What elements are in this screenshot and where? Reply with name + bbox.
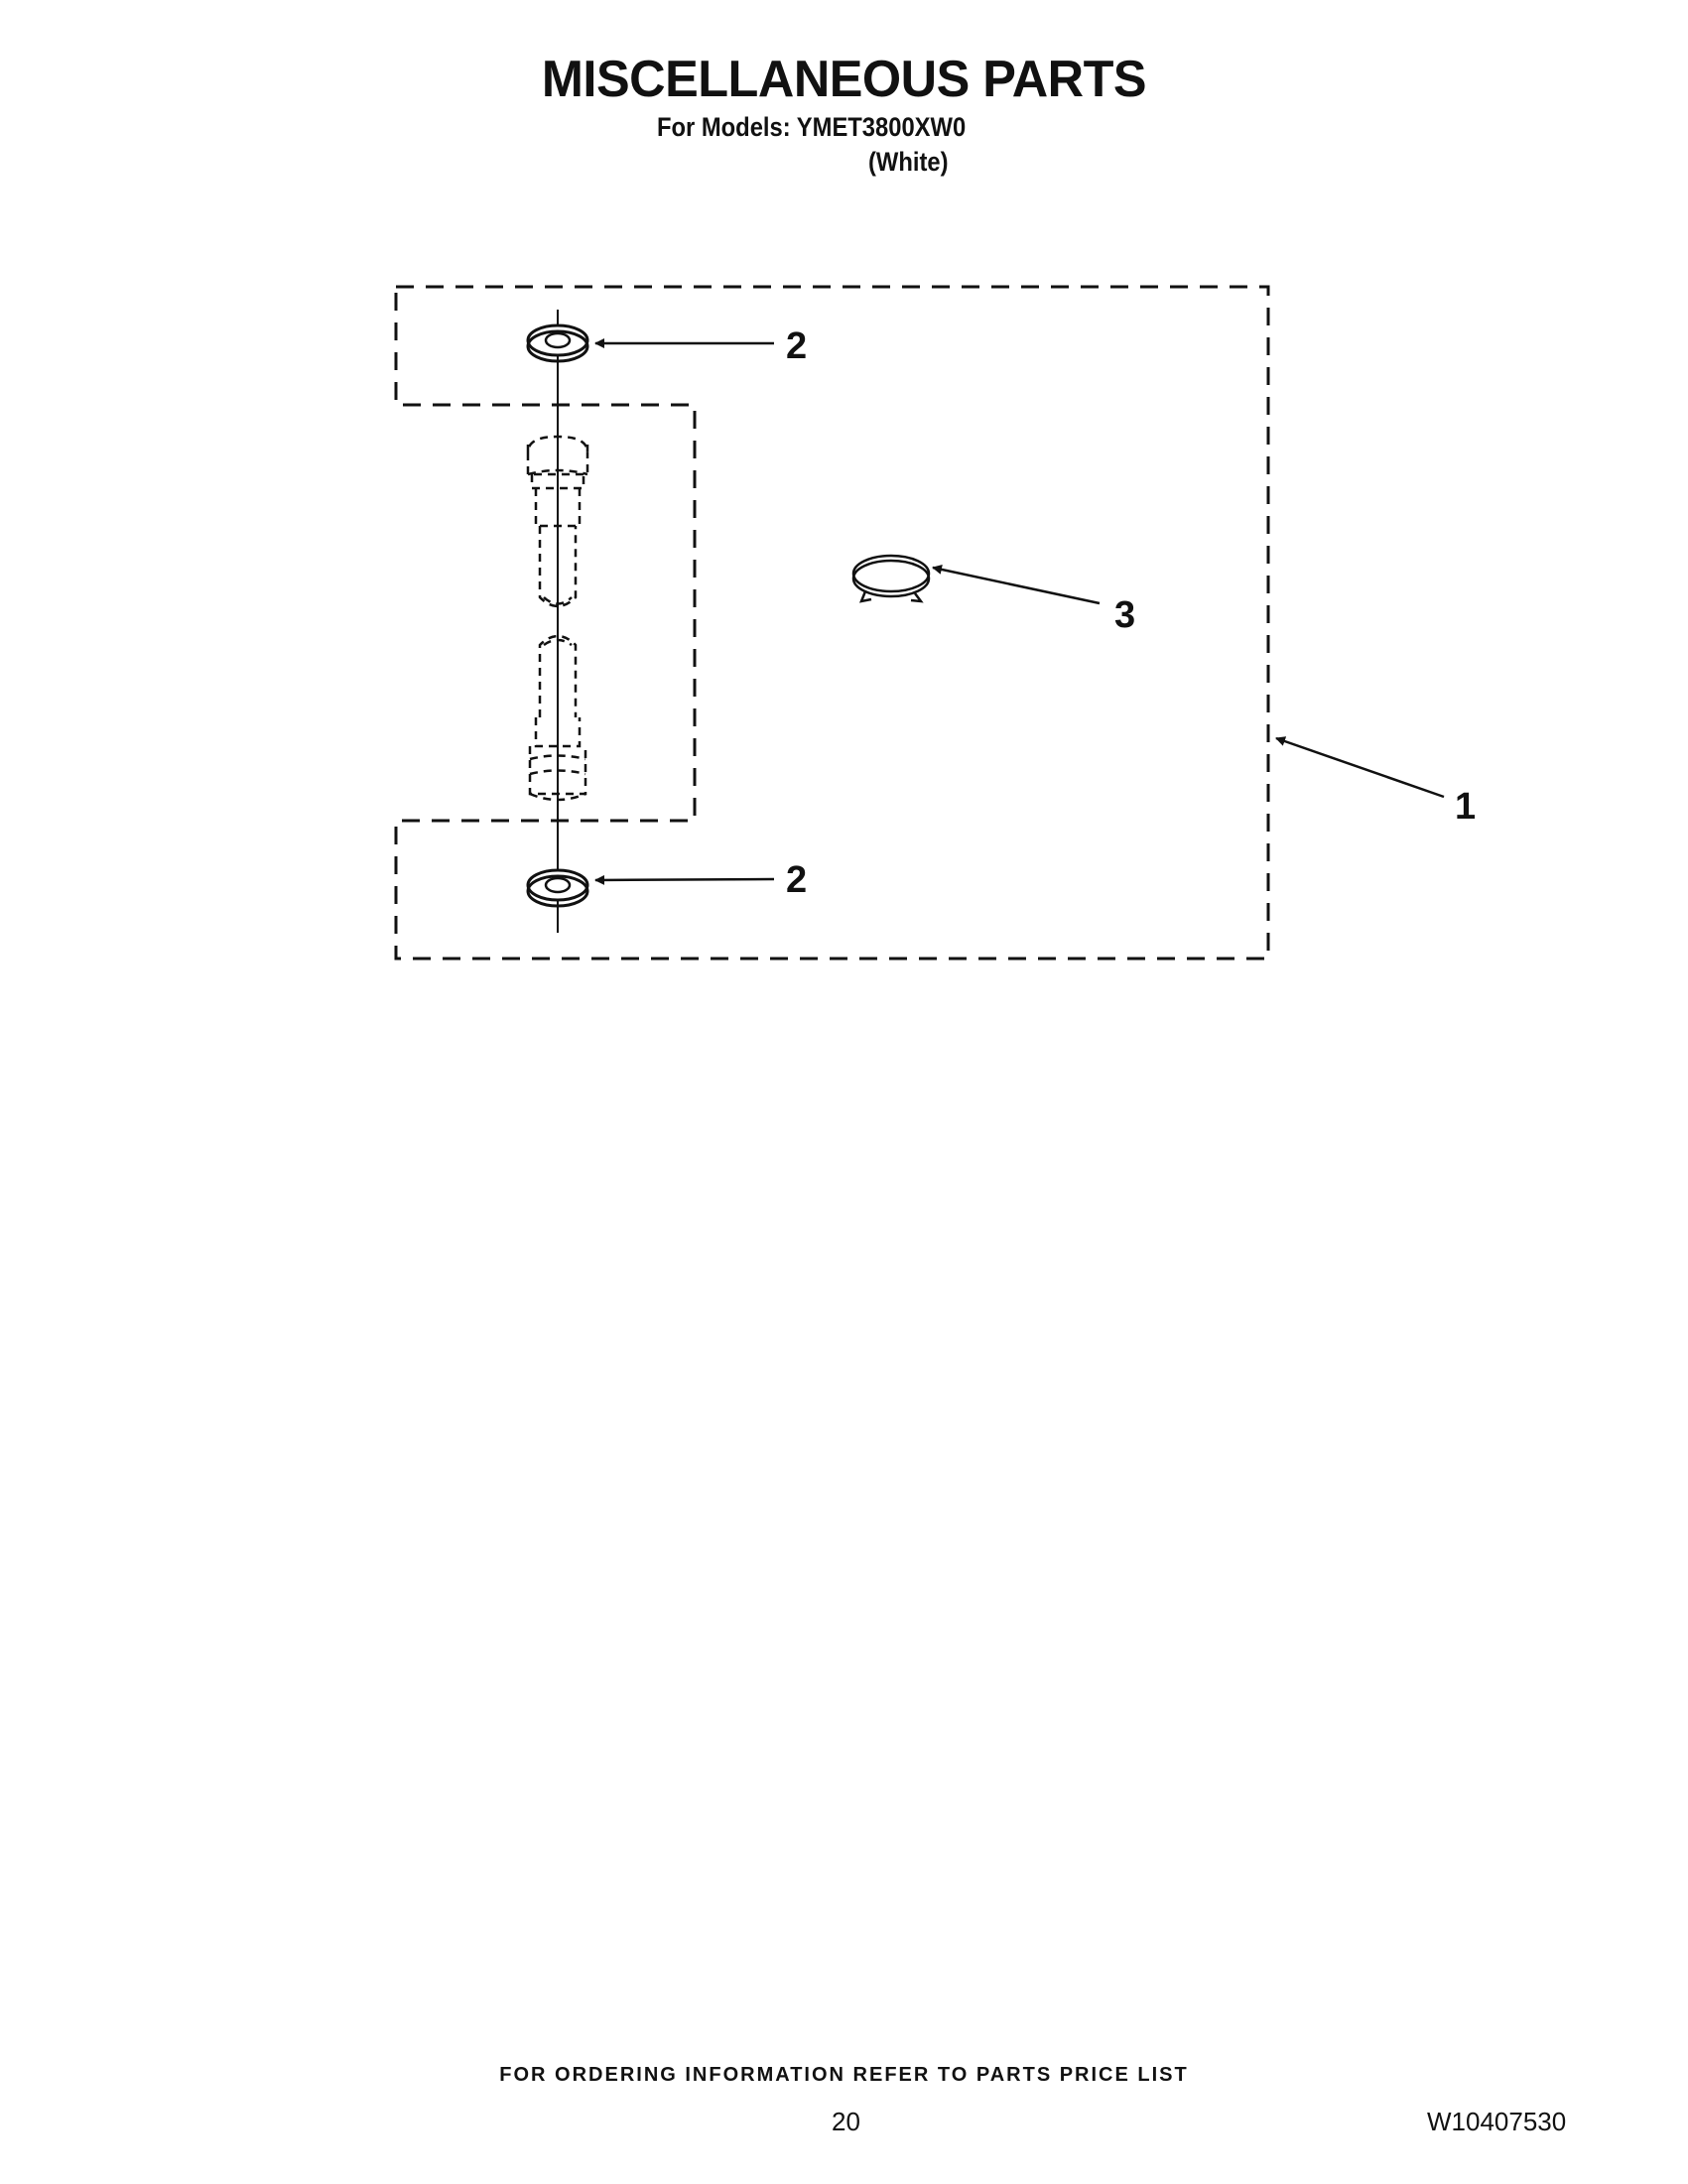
hose-lower-fitting <box>528 634 587 802</box>
leader-line-2-bottom <box>594 874 775 885</box>
document-number: W10407530 <box>1427 2107 1567 2136</box>
page-title: MISCELLANEOUS PARTS <box>541 51 1147 108</box>
callout-1: 1 <box>1455 786 1476 828</box>
hose-clamp <box>851 554 931 603</box>
callout-2-bottom: 2 <box>786 859 807 901</box>
hose-upper-fitting <box>526 435 589 608</box>
ordering-info-note: FOR ORDERING INFORMATION REFER TO PARTS … <box>499 2064 1189 2086</box>
page-number: 20 <box>832 2107 860 2136</box>
callout-2-top: 2 <box>786 325 807 367</box>
color-line: (White) <box>868 147 949 177</box>
callout-3: 3 <box>1114 594 1135 636</box>
kit-outline-dashed-border <box>394 285 1270 961</box>
washer-bottom <box>526 868 589 908</box>
leader-line-3 <box>932 564 1101 605</box>
models-line: For Models: YMET3800XW0 <box>657 112 967 142</box>
leader-line-1 <box>1275 736 1445 799</box>
washer-top <box>526 323 589 363</box>
